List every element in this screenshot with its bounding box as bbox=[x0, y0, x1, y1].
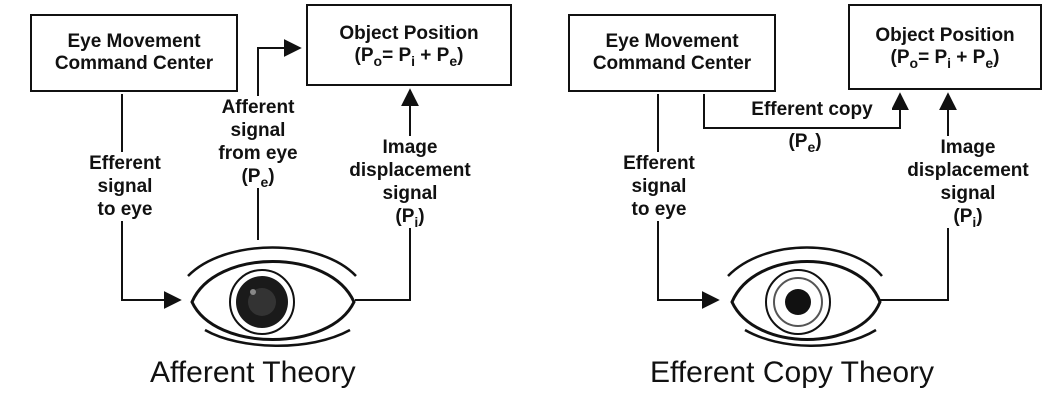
right-image-symbol: (Pi) bbox=[953, 206, 983, 230]
left-afferent-label: Afferent signal from eye (Pe) bbox=[208, 96, 308, 190]
right-command-center-box: Eye Movement Command Center bbox=[568, 14, 776, 92]
right-object-position-box: Object Position (Po= Pi + Pe) bbox=[848, 4, 1042, 90]
left-image-symbol: (Pi) bbox=[395, 206, 425, 230]
right-copy-arrow bbox=[703, 92, 909, 129]
right-command-line1: Eye Movement bbox=[605, 31, 739, 52]
right-efferent-copy-symbol: (Pe) bbox=[780, 130, 830, 154]
left-eye-icon bbox=[187, 246, 357, 347]
left-command-line1: Eye Movement bbox=[67, 31, 201, 52]
left-object-position-box: Object Position (Po= Pi + Pe) bbox=[306, 4, 512, 86]
left-title: Afferent Theory bbox=[150, 356, 356, 389]
left-command-center-box: Eye Movement Command Center bbox=[30, 14, 238, 92]
left-object-equation: (Po= Pi + Pe) bbox=[354, 45, 464, 69]
right-eye-icon bbox=[727, 246, 883, 347]
left-efferent-label: Efferent signal to eye bbox=[80, 152, 170, 221]
right-efferent-copy-label: Efferent copy bbox=[732, 98, 892, 121]
left-image-label: Image displacement signal (Pi) bbox=[340, 136, 480, 230]
right-object-equation: (Po= Pi + Pe) bbox=[890, 47, 1000, 71]
left-afferent-symbol: (Pe) bbox=[241, 166, 275, 190]
left-command-line2: Command Center bbox=[54, 53, 214, 74]
right-command-line2: Command Center bbox=[592, 53, 752, 74]
right-object-line1: Object Position bbox=[875, 25, 1015, 46]
right-image-label: Image displacement signal (Pi) bbox=[898, 136, 1038, 230]
right-efferent-label: Efferent signal to eye bbox=[614, 152, 704, 221]
left-object-line1: Object Position bbox=[339, 23, 479, 44]
right-title: Efferent Copy Theory bbox=[650, 356, 935, 389]
